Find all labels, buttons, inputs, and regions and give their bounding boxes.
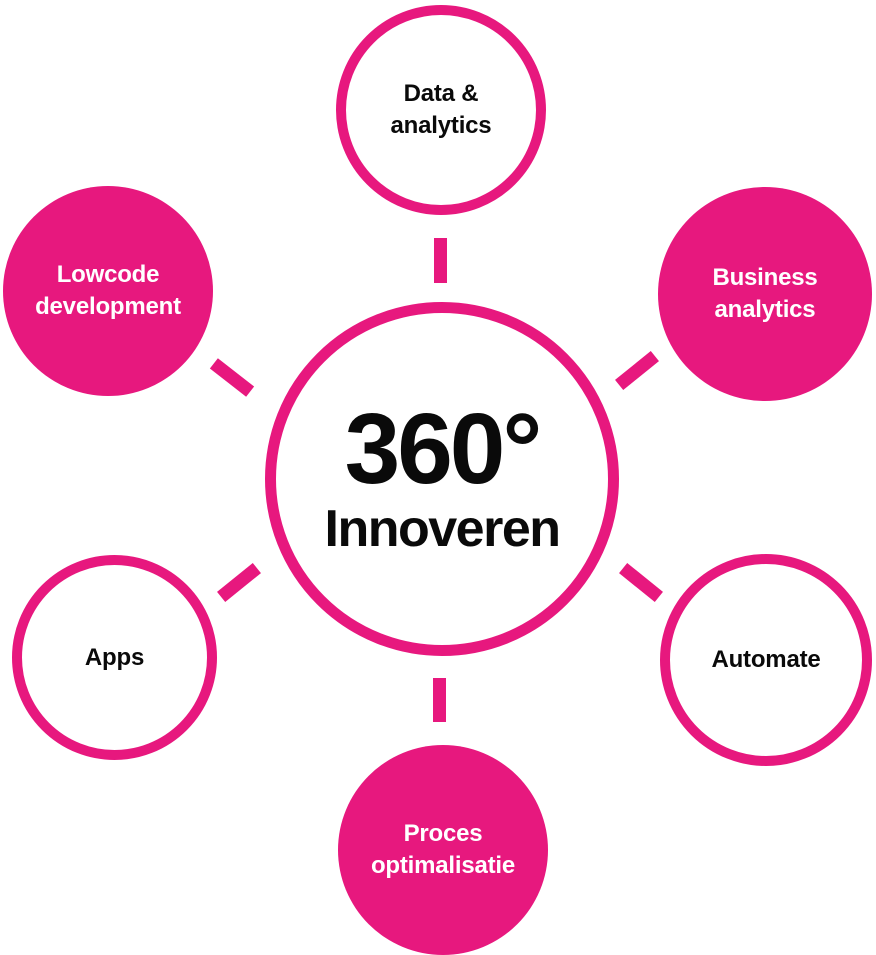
hub-value: 360° bbox=[344, 393, 543, 506]
connector-top bbox=[434, 238, 447, 283]
connector-top-right bbox=[615, 350, 659, 391]
node-data-analytics: Data & analytics bbox=[336, 5, 546, 215]
node-proces-optimalisatie: Proces optimalisatie bbox=[338, 745, 548, 955]
hub-label: Innoveren bbox=[324, 500, 562, 559]
node-label: Lowcode development bbox=[35, 261, 181, 320]
connector-bottom-left bbox=[217, 562, 261, 603]
node-apps: Apps bbox=[12, 555, 217, 760]
connector-bottom-right bbox=[619, 562, 663, 603]
node-lowcode-development: Lowcode development bbox=[3, 186, 213, 396]
connector-top-left bbox=[209, 358, 255, 397]
node-label: Automate bbox=[711, 646, 821, 673]
node-label: Apps bbox=[84, 643, 145, 671]
node-label: Proces optimalisatie bbox=[370, 820, 516, 879]
connector-bottom bbox=[433, 678, 446, 722]
node-business-analytics: Business analytics bbox=[658, 187, 872, 401]
node-automate: Automate bbox=[660, 554, 872, 766]
node-label: Data & analytics bbox=[390, 80, 492, 139]
hub-circle-360-innoveren: 360° Innoveren bbox=[265, 302, 619, 656]
node-label: Business analytics bbox=[712, 264, 818, 323]
